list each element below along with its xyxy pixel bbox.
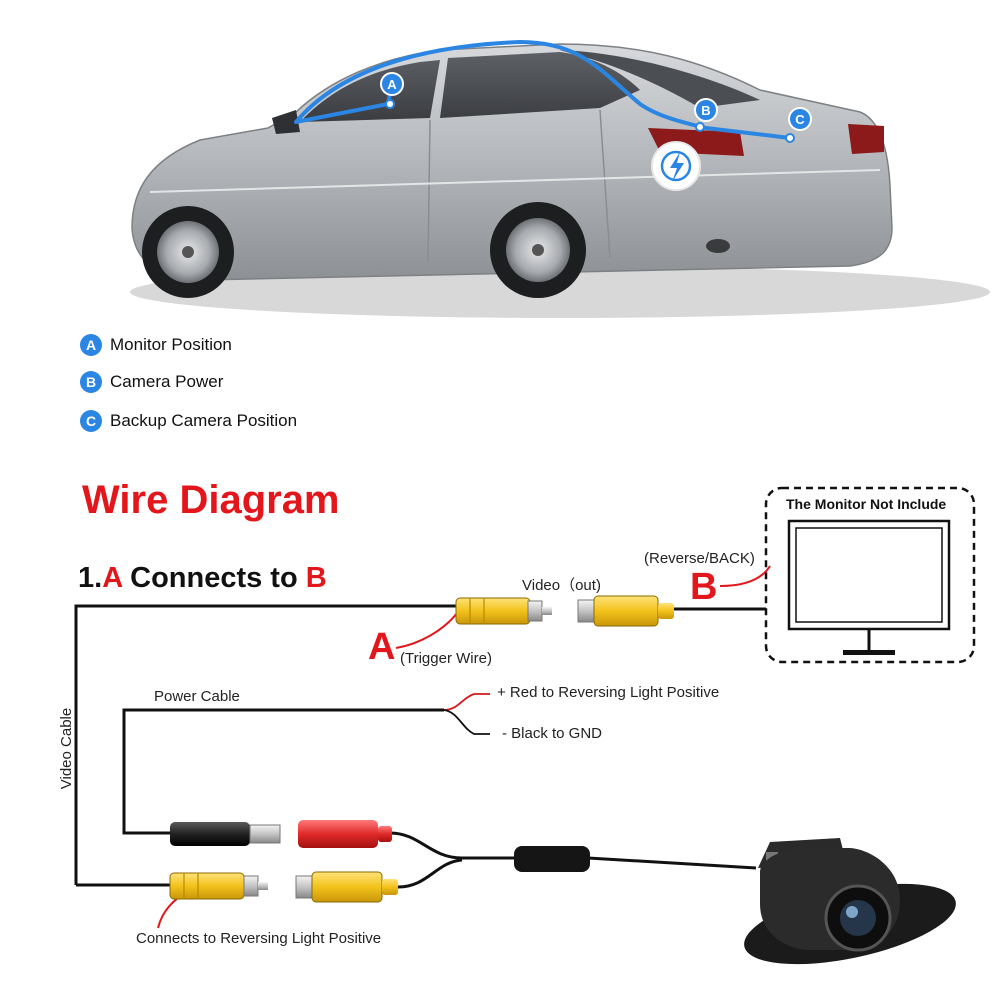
letter-a-marker: A <box>368 626 396 668</box>
inline-module <box>514 846 590 872</box>
route-point-b <box>695 122 705 132</box>
car-rear-window <box>560 50 760 108</box>
monitor-dashed-frame <box>764 486 976 664</box>
rca-yellow-female-bottom <box>295 871 398 903</box>
svg-text:A: A <box>387 77 397 92</box>
car-illustration: A B C <box>130 39 990 318</box>
video-cable-label: Video Cable <box>57 707 75 790</box>
door-lines <box>427 109 611 263</box>
dc-red-socket <box>298 820 392 848</box>
legend-item-a: A Monitor Position <box>80 334 232 356</box>
legend-badge-c: C <box>80 410 102 432</box>
reversing-positive-label: Connects to Reversing Light Positive <box>136 930 382 947</box>
marker-a: A <box>380 72 404 96</box>
red-wire-label: + Red to Reversing Light Positive <box>497 684 720 701</box>
route-point-c <box>785 133 795 143</box>
svg-text:C: C <box>795 112 805 127</box>
power-cable-label: Power Cable <box>154 688 240 705</box>
rca-yellow-female-top <box>577 595 674 627</box>
step-to-letter: B <box>305 562 327 594</box>
legend-label-a: Monitor Position <box>110 335 232 354</box>
reverse-back-label: (Reverse/BACK) <box>644 550 755 567</box>
legend-label-b: Camera Power <box>110 372 224 391</box>
wires <box>74 604 766 889</box>
monitor-not-included-note: The Monitor Not Include <box>786 496 947 512</box>
step-heading: 1.A Connects to B <box>78 562 327 595</box>
rca-yellow-male-top <box>455 597 552 625</box>
body-crease <box>149 169 881 193</box>
power-lightning-icon <box>651 141 701 191</box>
svg-text:B: B <box>701 103 710 118</box>
monitor-screen <box>787 519 951 631</box>
legend-label-c: Backup Camera Position <box>110 411 298 430</box>
black-wire-label: - Black to GND <box>502 725 603 742</box>
legend-badge-b: B <box>80 371 102 393</box>
trigger-wire-label: (Trigger Wire) <box>400 650 492 667</box>
step-prefix: 1. <box>78 562 103 594</box>
exhaust-pipe <box>706 239 730 253</box>
legend-item-c: C Backup Camera Position <box>80 410 297 432</box>
backup-camera <box>744 838 956 965</box>
rear-wheel <box>490 202 586 298</box>
letter-b-marker: B <box>690 566 718 608</box>
monitor-graphic <box>764 486 976 664</box>
dc-black-plug <box>170 822 281 846</box>
front-wheel <box>142 206 234 298</box>
marker-c: C <box>788 107 812 131</box>
rca-yellow-male-bottom <box>169 872 268 900</box>
video-out-label: Video（out) <box>522 577 601 594</box>
tail-light-right <box>848 124 884 154</box>
legend-item-b: B Camera Power <box>80 371 223 393</box>
side-mirror <box>272 110 300 134</box>
step-from-letter: A <box>102 562 123 594</box>
marker-b: B <box>694 98 718 122</box>
wire-diagram-title: Wire Diagram <box>82 478 340 522</box>
route-point-a <box>385 99 395 109</box>
step-middle: Connects to <box>122 562 306 594</box>
legend-badge-a: A <box>80 334 102 356</box>
